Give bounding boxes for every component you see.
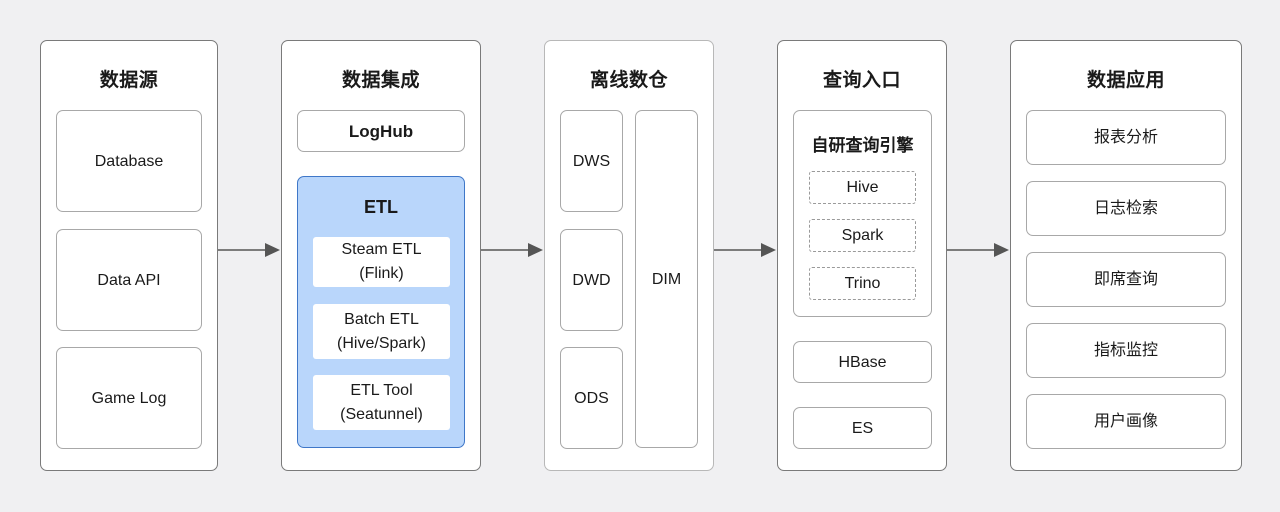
arrow-integration-to-warehouse — [481, 243, 543, 257]
app-metric-monitoring: 指标监控 — [1026, 323, 1226, 378]
query-engine-title: 自研查询引擎 — [811, 136, 914, 155]
engine-trino: Trino — [809, 267, 916, 300]
app-adhoc-query: 即席查询 — [1026, 252, 1226, 307]
column-data-integration: 数据集成 LogHub ETL Steam ETL (Flink) Batch … — [281, 40, 481, 471]
column-title: 数据集成 — [341, 70, 420, 91]
arrow-warehouse-to-query — [714, 243, 776, 257]
arrow-source-to-integration — [218, 243, 280, 257]
column-data-applications: 数据应用 报表分析 日志检索 即席查询 指标监控 用户画像 — [1010, 40, 1242, 471]
store-es: ES — [793, 407, 932, 449]
column-offline-warehouse: 离线数仓 DWS DWD ODS DIM — [544, 40, 714, 471]
etl-group: ETL Steam ETL (Flink) Batch ETL (Hive/Sp… — [297, 176, 465, 448]
query-engine-group: 自研查询引擎 Hive Spark Trino — [793, 110, 932, 317]
loghub-box: LogHub — [297, 110, 465, 152]
etl-tool-seatunnel: ETL Tool (Seatunnel) — [313, 375, 450, 430]
app-user-profile: 用户画像 — [1026, 394, 1226, 449]
source-data-api: Data API — [56, 229, 202, 331]
app-report-analysis: 报表分析 — [1026, 110, 1226, 165]
column-title: 离线数仓 — [589, 70, 668, 91]
column-title: 数据应用 — [1086, 70, 1165, 91]
arrow-query-to-applications — [947, 243, 1009, 257]
engine-hive: Hive — [809, 171, 916, 204]
layer-dwd: DWD — [560, 229, 623, 331]
source-database: Database — [56, 110, 202, 212]
source-game-log: Game Log — [56, 347, 202, 449]
layer-ods: ODS — [560, 347, 623, 449]
column-query-entry: 查询入口 自研查询引擎 Hive Spark Trino HBase ES — [777, 40, 947, 471]
column-title: 数据源 — [99, 70, 159, 91]
etl-title: ETL — [364, 197, 398, 217]
app-log-search: 日志检索 — [1026, 181, 1226, 236]
etl-batch-hive-spark: Batch ETL (Hive/Spark) — [313, 304, 450, 359]
store-hbase: HBase — [793, 341, 932, 383]
column-data-source: 数据源 Database Data API Game Log — [40, 40, 218, 471]
column-title: 查询入口 — [822, 70, 901, 91]
engine-spark: Spark — [809, 219, 916, 252]
layer-dws: DWS — [560, 110, 623, 212]
layer-dim: DIM — [635, 110, 698, 448]
etl-stream-flink: Steam ETL (Flink) — [313, 237, 450, 287]
